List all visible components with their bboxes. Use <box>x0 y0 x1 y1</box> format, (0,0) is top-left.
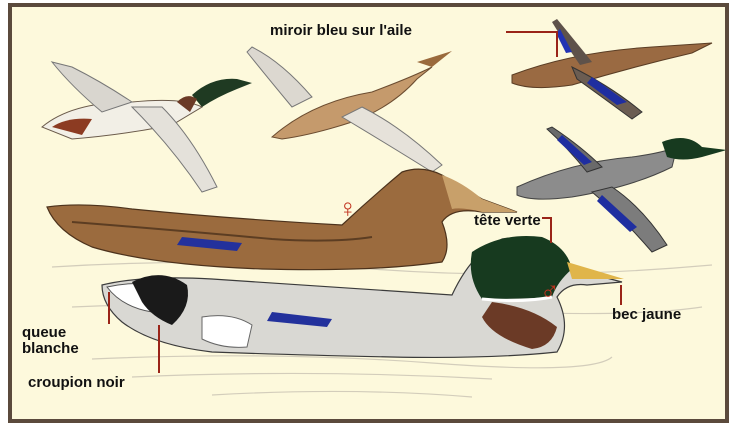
male-symbol: ♂ <box>540 277 560 303</box>
label-black-rump: croupion noir <box>28 375 125 391</box>
leader-white-tail <box>108 292 110 324</box>
flying-drake-left <box>42 62 252 192</box>
illustration-frame: miroir bleu sur l'aile tête verte bec ja… <box>8 3 729 423</box>
flying-hen-right <box>512 19 712 119</box>
label-yellow-bill: bec jaune <box>612 307 681 323</box>
leader-yellow-bill <box>620 285 622 305</box>
label-white-tail: queue blanche <box>22 325 79 357</box>
flying-drake-right <box>517 127 725 252</box>
mallard-illustration <box>12 7 725 419</box>
swimming-hen <box>47 169 517 270</box>
flying-hen <box>247 47 452 172</box>
label-wing-mirror: miroir bleu sur l'aile <box>270 23 412 39</box>
leader-green-head <box>550 217 552 243</box>
leader-wing-mirror-h <box>506 31 558 33</box>
leader-green-head-h <box>542 217 552 219</box>
leader-wing-mirror-v <box>556 31 558 57</box>
leader-black-rump <box>158 325 160 373</box>
female-symbol: ♀ <box>338 195 358 221</box>
label-green-head: tête verte <box>474 213 541 229</box>
